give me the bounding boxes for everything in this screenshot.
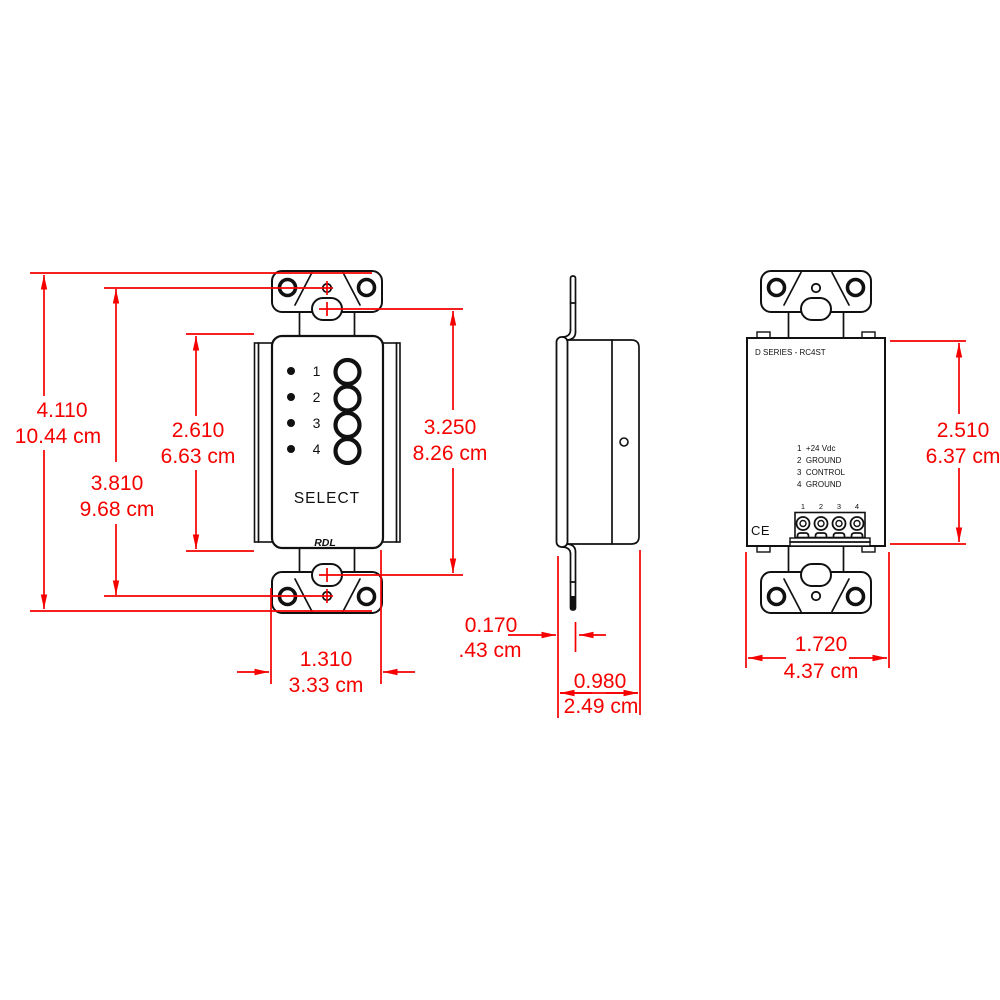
back-top-mounting-ear (759, 269, 873, 342)
flange-slot-end (570, 596, 576, 609)
dim-mounting-hole-spacing: 3.810 9.68 cm (80, 289, 155, 595)
terminal-legend-line-4: 4 GROUND (797, 480, 842, 489)
front-extension-lines (30, 272, 463, 684)
left-frame-tab (253, 342, 274, 543)
terminal-number-1: 1 (801, 502, 805, 511)
front-side-tabs (253, 342, 401, 543)
select-button-1 (333, 357, 362, 387)
model-label: D SERIES - RC4ST (755, 348, 826, 357)
side-view (555, 275, 640, 611)
terminal-screw-slot (835, 519, 843, 528)
side-bottom-flange (561, 543, 577, 611)
led-indicator-1 (287, 367, 295, 375)
dim-slot-spacing-metric: 8.26 cm (413, 442, 488, 465)
channel-number-labels: 1 2 3 4 (313, 363, 321, 457)
dim-rear-height: 2.510 6.37 cm (926, 343, 1000, 542)
terminal-legend-line-3: 3 CONTROL (797, 468, 846, 477)
dim-cover-width: 1.310 3.33 cm (237, 648, 415, 697)
dim-plate-thickness-inches: 0.170 (465, 614, 518, 637)
dim-cover-width-inches: 1.310 (300, 648, 353, 671)
flange-bottom-bend (561, 543, 577, 583)
rdl-logo: RDL (314, 537, 336, 549)
flange-top-bend (561, 302, 577, 341)
terminal-block: 1 2 3 4 (789, 502, 871, 547)
channel-label-2: 2 (313, 389, 321, 405)
select-buttons (333, 357, 362, 466)
dim-overall-height-inches: 4.110 (37, 399, 88, 422)
dim-plate-thickness-metric: .43 cm (458, 639, 521, 662)
terminal-legend-line-1: 1 +24 Vdc (797, 444, 835, 453)
ce-mark: CE (751, 523, 770, 538)
dimension-layer: 4.110 10.44 cm 3.810 9.68 cm 2.610 6.63 … (15, 272, 1000, 718)
terminal-number-4: 4 (855, 502, 859, 511)
terminal-legend: 1 +24 Vdc 2 GROUND 3 CONTROL 4 GROUND (797, 444, 846, 489)
dim-rear-width-inches: 1.720 (795, 633, 848, 656)
led-indicators (287, 367, 295, 453)
dim-cover-height-inches: 2.610 (172, 419, 225, 442)
channel-label-4: 4 (313, 441, 321, 457)
select-button-4 (333, 436, 362, 466)
dim-depth-inches: 0.980 (574, 670, 627, 693)
faceplate-cross-section (555, 336, 569, 548)
led-indicator-2 (287, 393, 295, 401)
dim-cover-width-metric: 3.33 cm (289, 674, 364, 697)
terminal-screw-slot (853, 519, 861, 528)
dim-overall-height: 4.110 10.44 cm (15, 275, 101, 609)
back-extension-lines (745, 340, 966, 668)
dim-slot-spacing: 3.250 8.26 cm (413, 311, 488, 573)
front-view: 1 2 3 4 SELECT RDL (253, 269, 401, 615)
dim-mounting-hole-spacing-metric: 9.68 cm (80, 498, 155, 521)
terminal-screw-slot (817, 519, 825, 528)
channel-label-3: 3 (313, 415, 321, 431)
terminal-legend-line-2: 2 GROUND (797, 456, 842, 465)
dim-mounting-hole-spacing-inches: 3.810 (91, 472, 144, 495)
side-vent-hole (619, 437, 629, 447)
select-label: SELECT (294, 490, 360, 507)
terminal-number-3: 3 (837, 502, 841, 511)
led-indicator-4 (287, 445, 295, 453)
dim-rear-width: 1.720 4.37 cm (748, 633, 887, 683)
terminal-wire-clamps (796, 532, 864, 541)
dim-overall-height-metric: 10.44 cm (15, 425, 101, 448)
enclosure-profile (566, 339, 640, 545)
led-indicator-3 (287, 419, 295, 427)
dim-rear-height-metric: 6.37 cm (926, 445, 1000, 468)
terminal-number-2: 2 (819, 502, 823, 511)
terminal-screw-slot (799, 519, 807, 528)
back-bottom-mounting-ear (759, 542, 873, 615)
back-view: D SERIES - RC4ST 1 +24 Vdc 2 GROUND 3 CO… (746, 269, 886, 615)
dim-rear-width-metric: 4.37 cm (784, 660, 859, 683)
side-top-flange (561, 275, 577, 341)
dim-plate-thickness: 0.170 .43 cm (458, 614, 606, 662)
dim-cover-height-metric: 6.63 cm (161, 445, 236, 468)
right-frame-tab (381, 342, 401, 543)
flange-top (569, 275, 577, 333)
dim-slot-spacing-inches: 3.250 (424, 416, 477, 439)
terminal-screws (795, 516, 865, 531)
dim-rear-height-inches: 2.510 (937, 419, 990, 442)
select-button-3 (333, 410, 362, 440)
side-extension-lines (557, 550, 641, 718)
select-button-2 (333, 384, 362, 413)
dim-depth-metric: 2.49 cm (564, 695, 639, 718)
dim-depth: 0.980 2.49 cm (560, 670, 638, 718)
dim-cover-height: 2.610 6.63 cm (161, 336, 236, 549)
channel-label-1: 1 (313, 363, 321, 379)
